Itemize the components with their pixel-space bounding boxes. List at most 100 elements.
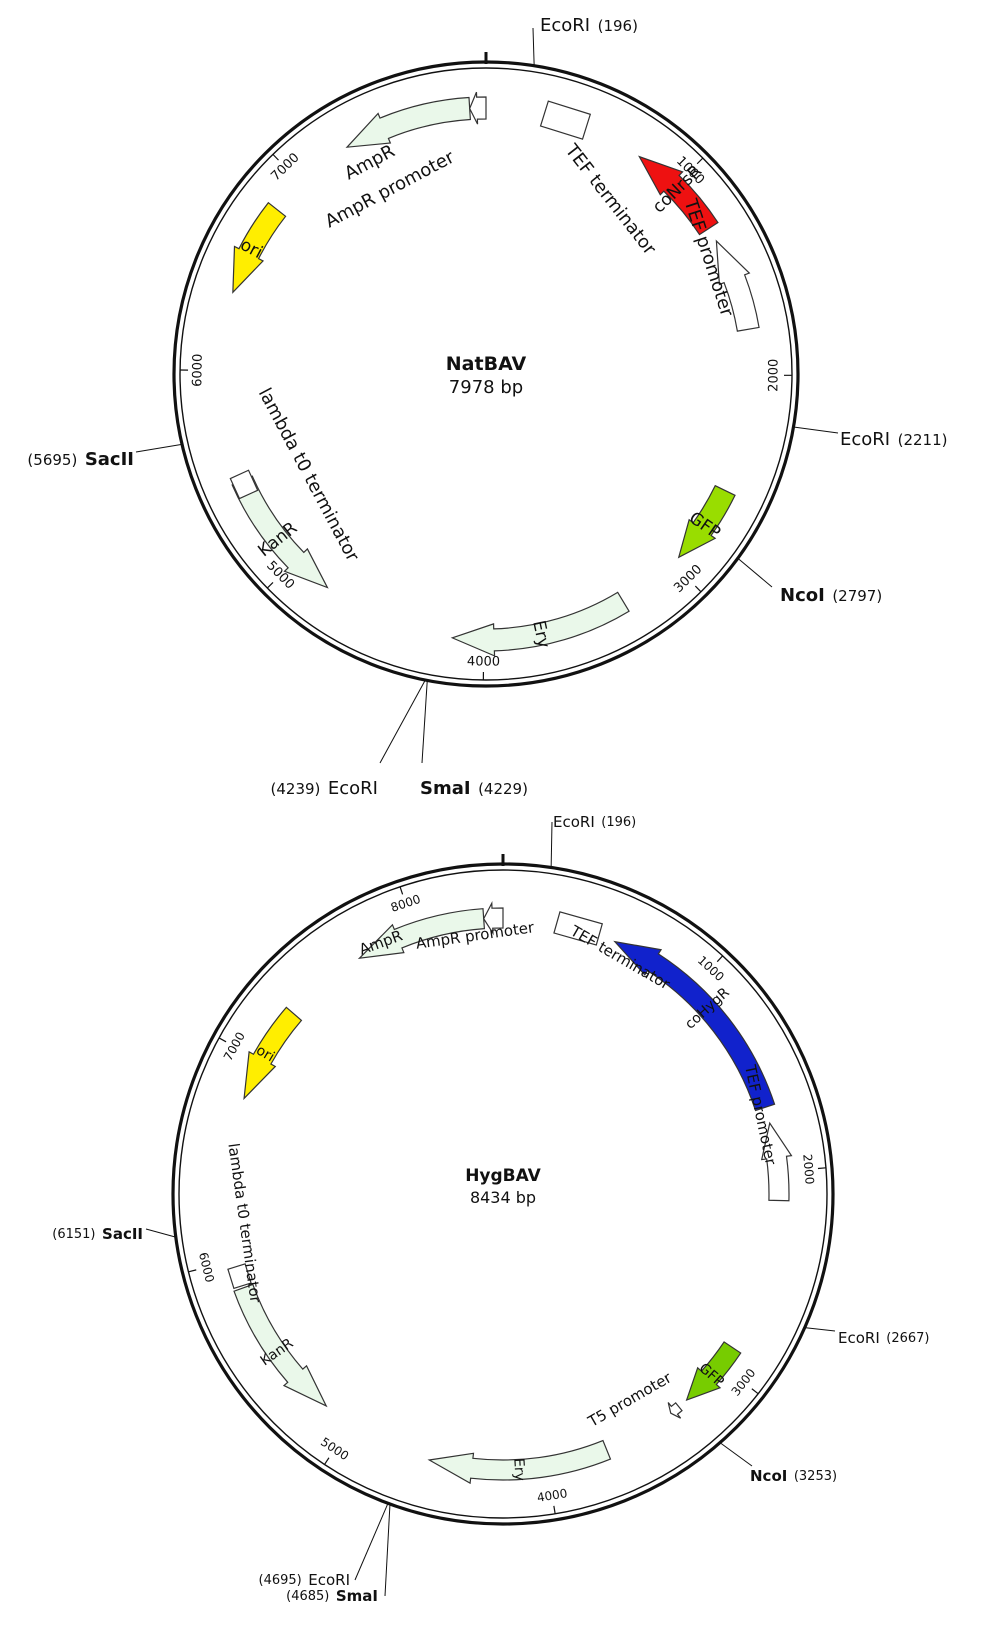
bp-tick xyxy=(553,1505,556,1514)
feature-shape xyxy=(539,100,592,140)
bp-tick-label: 6000 xyxy=(196,1251,217,1284)
restriction-site-ecori: EcoRI (196) xyxy=(550,813,636,867)
site-name: NcoI xyxy=(750,1467,787,1485)
feature-gfp: GFP xyxy=(677,484,736,559)
restriction-site-ncoi: NcoI (3253) xyxy=(720,1442,837,1485)
feature-shape xyxy=(233,1283,328,1408)
site-name: SacII xyxy=(85,449,134,470)
restriction-site-ecori: (4695) EcoRI xyxy=(259,1504,389,1589)
site-label: (5695) SacII xyxy=(27,449,134,470)
feature-shape xyxy=(227,1263,252,1290)
site-label: (4239) EcoRI xyxy=(271,778,379,799)
site-name: SmaI xyxy=(420,778,471,799)
restriction-site-ecori: (4239) EcoRI xyxy=(271,680,426,799)
site-leader-line xyxy=(738,558,773,588)
bp-tick xyxy=(716,955,724,963)
site-position: (3253) xyxy=(794,1469,837,1484)
bp-tick xyxy=(266,581,274,589)
site-leader-line xyxy=(145,1228,175,1238)
site-position: (2797) xyxy=(832,587,882,605)
site-label: EcoRI (196) xyxy=(540,15,638,36)
site-name: EcoRI xyxy=(553,813,595,831)
bp-tick-label: 4000 xyxy=(536,1486,568,1505)
site-position: (2667) xyxy=(886,1331,929,1346)
feature-label: Ery xyxy=(510,1458,527,1482)
feature-ery: Ery xyxy=(450,591,630,657)
feature-t5-promoter: T5 promoter xyxy=(584,1368,683,1431)
site-position: (4239) xyxy=(271,780,321,798)
bp-tick xyxy=(696,157,704,165)
feature-shape xyxy=(613,940,776,1112)
feature-label: lambda t0 terminator xyxy=(224,1142,264,1305)
site-name: NcoI xyxy=(780,585,825,606)
bp-tick-label: 4000 xyxy=(467,654,500,669)
plasmid-name: HygBAV xyxy=(465,1166,541,1186)
restriction-site-ecori: EcoRI (2667) xyxy=(805,1327,929,1347)
feature-ori: ori xyxy=(243,1006,303,1101)
bp-tick-label: 5000 xyxy=(318,1435,351,1464)
bp-tick-label: 3000 xyxy=(729,1366,759,1399)
feature-shape xyxy=(427,1439,612,1485)
site-name: SmaI xyxy=(336,1587,378,1605)
feature-shape xyxy=(715,239,760,332)
feature-shape xyxy=(760,1121,793,1202)
site-label: NcoI (3253) xyxy=(750,1467,837,1485)
feature-ori: ori xyxy=(232,201,287,294)
feature-shape xyxy=(345,96,471,148)
site-label: (4695) EcoRI xyxy=(259,1571,350,1589)
site-leader-line xyxy=(720,1442,753,1467)
feature-label: T5 promoter xyxy=(584,1368,675,1431)
site-leader-line xyxy=(384,1505,391,1597)
feature-label: TEF promoter xyxy=(741,1062,780,1167)
feature-kanr: KanR xyxy=(231,475,329,589)
site-position: (196) xyxy=(598,17,638,35)
feature-shape xyxy=(231,475,329,589)
bp-tick-label: 1000 xyxy=(695,953,727,984)
feature-lambda-t0-terminator: lambda t0 terminator xyxy=(224,1142,264,1305)
plasmid-map-hygbav: 10002000300040005000600070008000coHygRTE… xyxy=(52,813,929,1605)
site-leader-line xyxy=(805,1327,836,1332)
site-leader-line xyxy=(421,681,428,764)
bp-tick xyxy=(188,1269,197,1273)
site-leader-line xyxy=(794,426,839,434)
site-name: EcoRI xyxy=(328,778,378,799)
site-position: (196) xyxy=(601,815,636,830)
site-label: NcoI (2797) xyxy=(780,585,882,606)
site-position: (2211) xyxy=(898,431,948,449)
feature-tef-promoter: TEF promoter xyxy=(679,196,760,332)
bp-tick xyxy=(694,585,702,593)
bp-tick xyxy=(817,1167,826,1170)
site-label: EcoRI (196) xyxy=(553,813,636,831)
restriction-site-ncoi: NcoI (2797) xyxy=(738,558,882,606)
feature-shape xyxy=(677,484,736,559)
site-position: (6151) xyxy=(52,1227,95,1242)
feature-shape xyxy=(469,91,487,125)
bp-tick-label: 2000 xyxy=(800,1153,816,1185)
site-name: EcoRI xyxy=(838,1329,880,1347)
site-position: (4695) xyxy=(259,1573,302,1588)
plasmid-size: 8434 bp xyxy=(470,1188,536,1207)
feature-lambda-t0-terminator: lambda t0 terminator xyxy=(229,385,363,565)
feature-shape xyxy=(667,1402,683,1419)
feature-shape xyxy=(229,469,259,500)
bp-tick xyxy=(324,1457,330,1465)
bp-tick-label: 8000 xyxy=(389,892,422,915)
site-position: (5695) xyxy=(27,451,77,469)
backbone-inner-ring xyxy=(178,869,828,1519)
site-position: (4685) xyxy=(286,1589,329,1604)
feature-tef-terminator: TEF terminator xyxy=(539,100,660,259)
site-leader-line xyxy=(379,680,426,764)
feature-shape xyxy=(232,201,287,294)
feature-shape xyxy=(357,908,486,960)
site-leader-line xyxy=(550,821,553,867)
site-name: EcoRI xyxy=(308,1571,350,1589)
site-name: EcoRI xyxy=(540,15,590,36)
bp-tick-label: 6000 xyxy=(190,354,205,387)
feature-shape xyxy=(450,591,630,657)
restriction-site-sacii: (5695) SacII xyxy=(27,444,182,470)
restriction-site-ecori: EcoRI (196) xyxy=(532,15,638,65)
site-leader-line xyxy=(532,27,535,65)
